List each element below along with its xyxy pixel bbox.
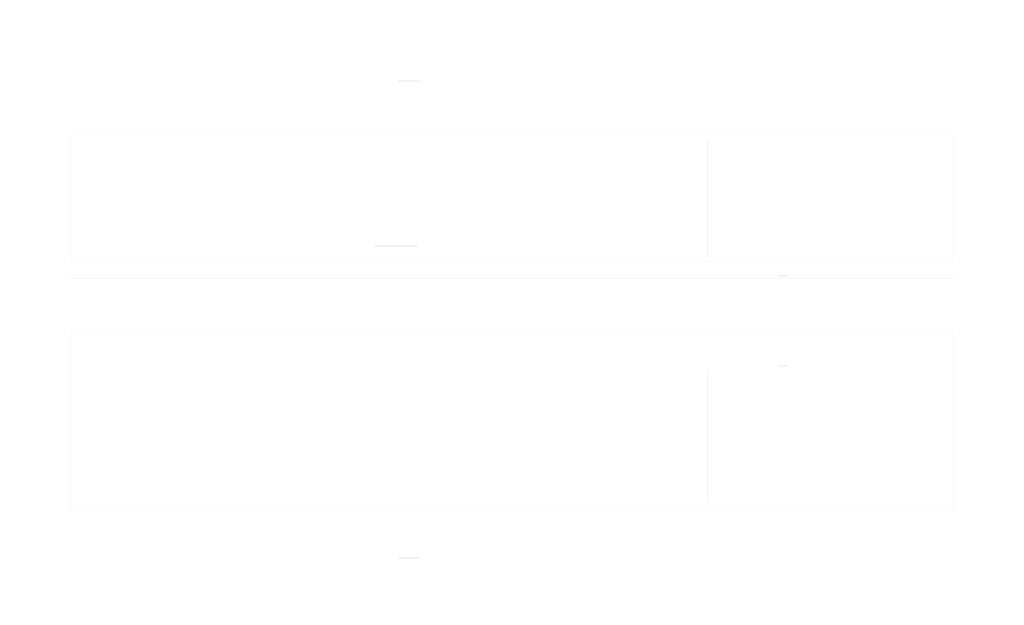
faint-mark-right — [778, 275, 788, 277]
faint-panel-lower — [70, 330, 954, 512]
faint-mark-top — [398, 80, 420, 82]
faint-divider-lower — [707, 370, 708, 502]
faint-mark-upper-label — [374, 245, 418, 247]
faint-panel-upper — [70, 135, 954, 262]
faint-mark-right-lower — [778, 365, 788, 367]
faint-separator — [70, 278, 954, 279]
faint-divider-upper — [707, 140, 708, 258]
faint-mark-bottom — [398, 557, 420, 559]
